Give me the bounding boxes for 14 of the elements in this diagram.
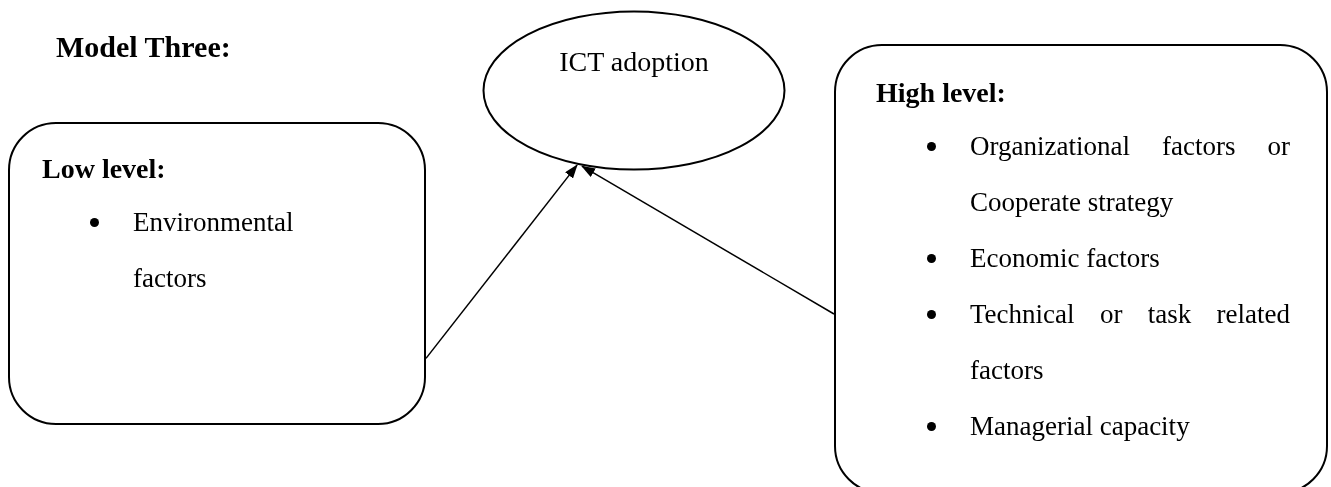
bullet-text: Technical or task related factors: [970, 298, 1290, 387]
rounded-box: [8, 122, 426, 425]
box-heading: Low level:: [42, 152, 166, 186]
rounded-box: [834, 44, 1328, 487]
diagram-title: Model Three:: [56, 29, 231, 65]
bullet-text: Managerial capacity: [970, 410, 1191, 443]
bullet-text: Organizational factors or Cooperate strategy: [970, 130, 1290, 219]
ellipse-node: [482, 10, 786, 171]
bullet-text: Environmental factors: [133, 206, 295, 295]
arrow: [425, 164, 578, 360]
bullet-text: Economic factors: [970, 242, 1161, 275]
node-label: ICT adoption: [559, 45, 709, 79]
arrow: [581, 165, 835, 315]
box-heading: High level:: [876, 76, 1006, 110]
